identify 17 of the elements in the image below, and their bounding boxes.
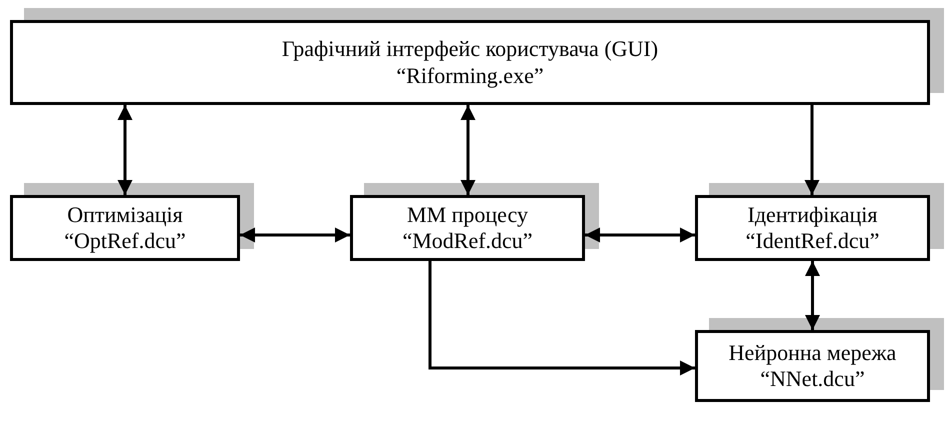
module-box — [695, 195, 930, 261]
module-label: ММ процесу “ModRef.dcu” — [401, 202, 534, 254]
arrow — [585, 228, 695, 242]
module-label: Графічний інтерфейс користувача (GUI) “Riforming.exe” — [280, 36, 660, 89]
arrow — [804, 105, 820, 195]
gui-box — [10, 20, 930, 105]
arrow — [118, 105, 132, 195]
module-box — [695, 330, 930, 402]
module-label: Оптимізація “OptRef.dcu” — [63, 202, 187, 254]
module-box — [10, 195, 240, 261]
module-label: Нейронна мережа “NNet.dcu” — [728, 340, 898, 392]
arrow — [428, 261, 695, 376]
arrow — [240, 228, 350, 242]
module-label: Ідентифікація “IdentRef.dcu” — [744, 202, 880, 254]
arrow — [460, 105, 476, 195]
module-box — [350, 195, 585, 261]
arrow — [805, 261, 820, 330]
